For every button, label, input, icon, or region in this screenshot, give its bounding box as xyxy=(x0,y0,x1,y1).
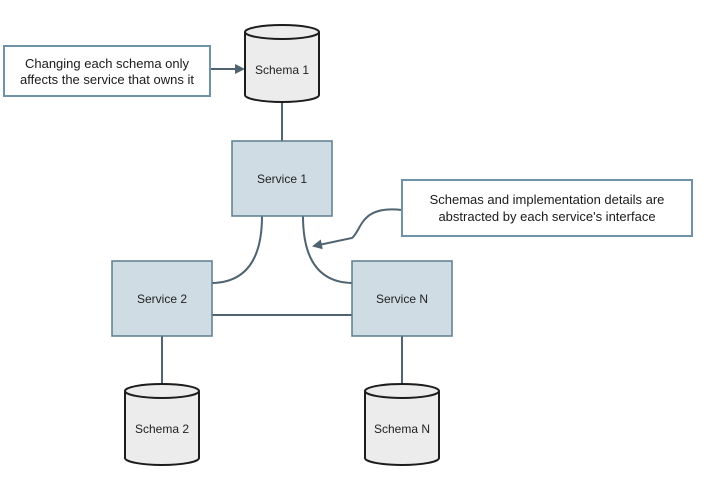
service-n-box: Service N xyxy=(351,260,453,337)
service-2-label: Service 2 xyxy=(137,292,187,306)
service-1-label: Service 1 xyxy=(257,172,307,186)
connector-service1-servicen xyxy=(302,215,353,284)
abstraction-note-line-2: abstracted by each service's interface xyxy=(438,209,655,224)
schema-n-label: Schema N xyxy=(374,422,430,436)
schema-1-database: Schema 1 xyxy=(244,24,320,103)
abstraction-arrow xyxy=(312,208,403,250)
schema-2-label: Schema 2 xyxy=(135,422,189,436)
schema-n-database: Schema N xyxy=(364,383,440,466)
ownership-note-line-2: affects the service that owns it xyxy=(20,72,194,87)
schema-1-label: Schema 1 xyxy=(255,63,309,77)
ownership-note-line-1: Changing each schema only xyxy=(25,56,190,71)
service-2-box: Service 2 xyxy=(111,260,213,337)
schema-ownership-note: Changing each schema only affects the se… xyxy=(3,45,211,97)
service-n-label: Service N xyxy=(376,292,428,306)
abstraction-note: Schemas and implementation details are a… xyxy=(401,179,693,237)
connector-service1-service2 xyxy=(211,215,263,284)
abstraction-note-line-1: Schemas and implementation details are xyxy=(430,192,665,207)
service-1-box: Service 1 xyxy=(231,140,333,217)
schema-2-database: Schema 2 xyxy=(124,383,200,466)
